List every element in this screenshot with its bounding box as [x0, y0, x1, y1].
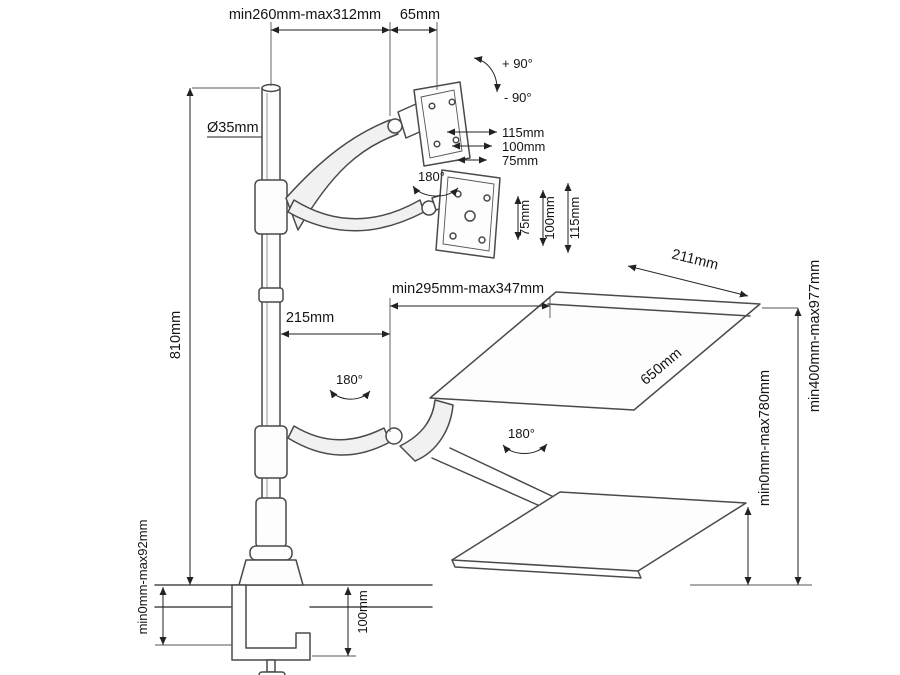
dim-tilt-down: - 90°	[504, 90, 532, 105]
dim-vesa-width-115: 115mm	[502, 125, 544, 140]
dim-top-span: min260mm-max312mm	[229, 7, 381, 23]
dim-vesa-height-100: 100mm	[542, 196, 557, 239]
dim-swivel-monitor: 180°	[418, 169, 445, 184]
dim-pole-height: 810mm	[168, 311, 184, 359]
dim-worktop-height-range: min400mm-max977mm	[807, 260, 823, 412]
desk-surface	[154, 584, 812, 608]
dim-tilt-up: + 90°	[502, 56, 533, 71]
dim-vesa-width-100: 100mm	[502, 139, 545, 154]
dim-tray-height-range: min0mm-max780mm	[757, 370, 773, 506]
dim-top-offset: 65mm	[400, 7, 440, 23]
monitor-vesa-plate-front	[435, 169, 501, 259]
desk-clamp	[231, 559, 311, 675]
workstation-arm	[254, 399, 557, 507]
keyboard-tray	[451, 491, 747, 579]
worktop-tray	[429, 291, 761, 411]
dim-tray-depth: 211mm	[670, 247, 720, 274]
monitor-vesa-plate-top	[413, 81, 471, 167]
dim-vesa-height-115: 115mm	[567, 197, 582, 239]
dimension-lines	[155, 22, 802, 657]
dim-swivel-tray: 180°	[508, 426, 535, 441]
dim-arm-offset: 215mm	[286, 310, 334, 326]
dim-pole-diameter: Ø35mm	[207, 120, 259, 136]
dim-vesa-height-75: 75mm	[517, 200, 532, 236]
dim-arm-reach: min295mm-max347mm	[392, 281, 544, 297]
dim-vesa-width-75: 75mm	[502, 153, 538, 168]
dim-clamp-range: min0mm-max92mm	[135, 520, 150, 635]
dim-swivel-arm: 180°	[336, 372, 363, 387]
dim-clamp-height: 100mm	[355, 590, 370, 633]
clamp-screw	[266, 659, 276, 673]
